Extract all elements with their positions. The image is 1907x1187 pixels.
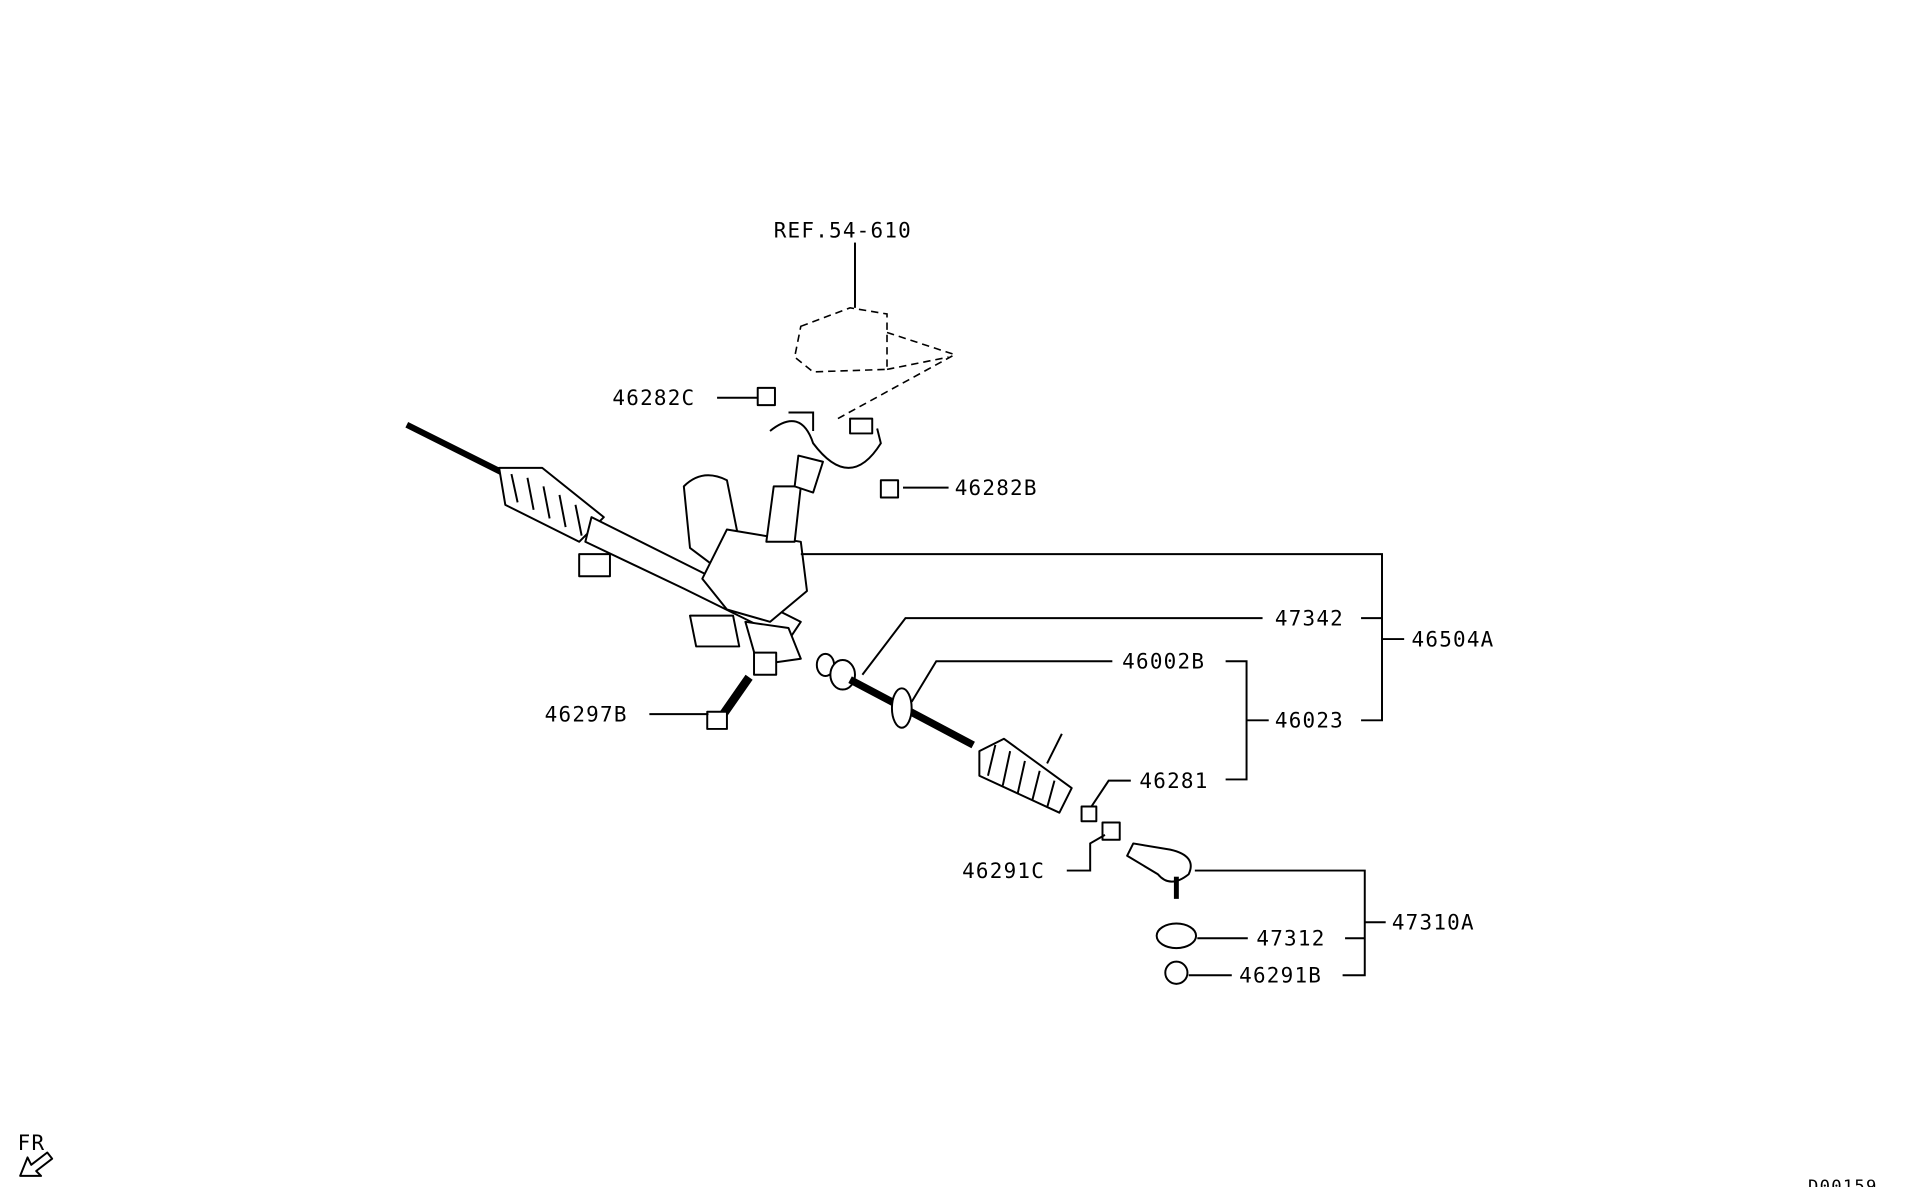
callout-46282B[interactable]: 46282B	[955, 476, 1038, 500]
callout-46282C[interactable]: 46282C	[612, 386, 695, 410]
bolt-46297B	[706, 674, 753, 730]
nut-46291C	[1101, 821, 1121, 841]
callout-46281[interactable]: 46281	[1139, 769, 1208, 793]
clip-46282B	[879, 479, 900, 499]
tie-rod-47342	[815, 652, 975, 749]
callout-47342[interactable]: 47342	[1275, 607, 1344, 631]
callout-46504A[interactable]: 46504A	[1412, 627, 1495, 651]
band-46002B	[890, 687, 913, 729]
front-direction-label: FR	[18, 1131, 46, 1155]
callout-46291C[interactable]: 46291C	[962, 859, 1045, 883]
clip-46281	[1080, 805, 1098, 823]
front-arrow-icon	[19, 1151, 54, 1177]
callout-47312[interactable]: 47312	[1256, 927, 1325, 951]
connector	[849, 417, 874, 435]
steering-rack-assembly[interactable]	[405, 422, 824, 676]
reference-label[interactable]: REF.54-610	[774, 219, 912, 243]
callout-46291B[interactable]: 46291B	[1239, 964, 1322, 988]
callout-46023[interactable]: 46023	[1275, 709, 1344, 733]
clip-46282C	[756, 386, 776, 407]
diagram-code: D00159	[1808, 1177, 1878, 1187]
tie-rod-end-47310A	[1126, 842, 1198, 985]
callout-47310A[interactable]: 47310A	[1392, 911, 1475, 935]
callout-46297B[interactable]: 46297B	[545, 703, 628, 727]
ecu-module-ref	[793, 307, 957, 420]
boot-46023	[978, 737, 1073, 814]
callout-46002B[interactable]: 46002B	[1122, 650, 1205, 674]
